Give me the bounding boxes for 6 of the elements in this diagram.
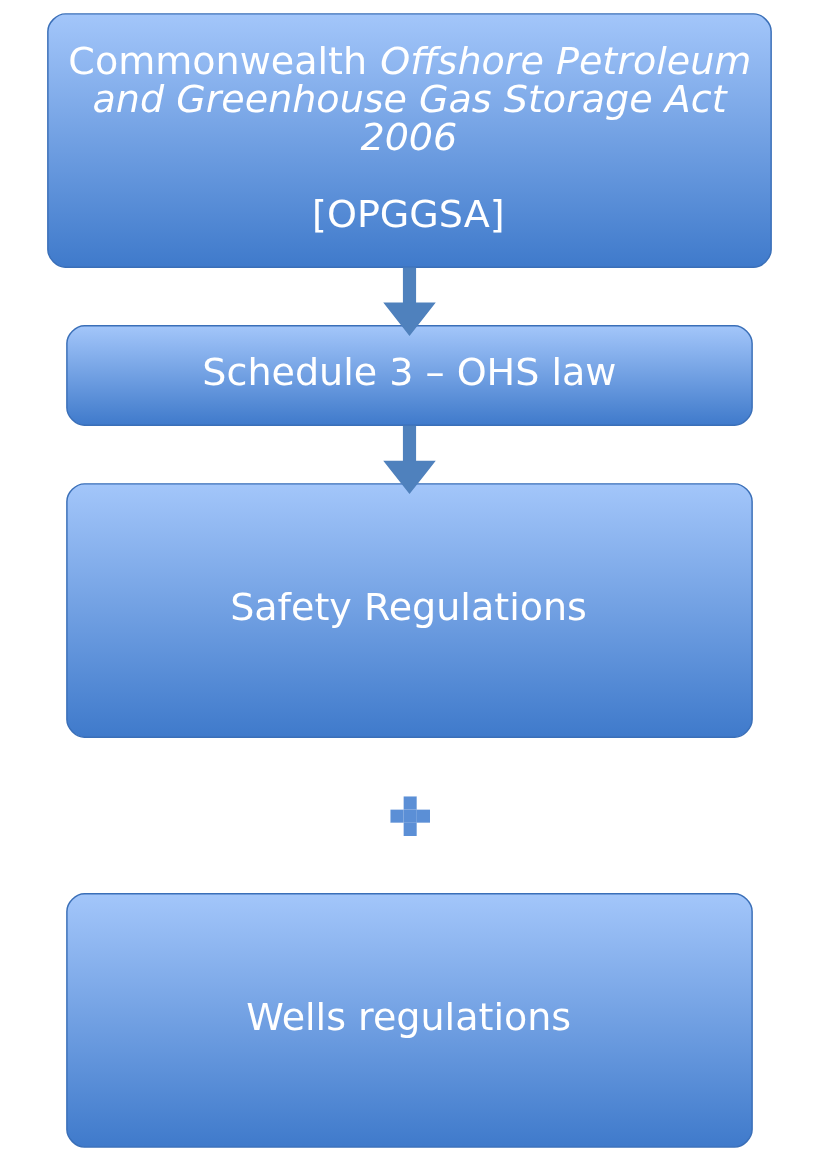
node-box: Wells regulations <box>65 893 753 1148</box>
node-box: Commonwealth Offshore Petroleum and Greenhouse Gas Storage Act 2006 [OPGGSA] <box>46 13 772 268</box>
node-box: Schedule 3 – OHS law <box>65 325 753 427</box>
arrow <box>382 425 436 495</box>
arrow <box>382 267 436 336</box>
node-box: Safety Regulations <box>65 483 753 738</box>
